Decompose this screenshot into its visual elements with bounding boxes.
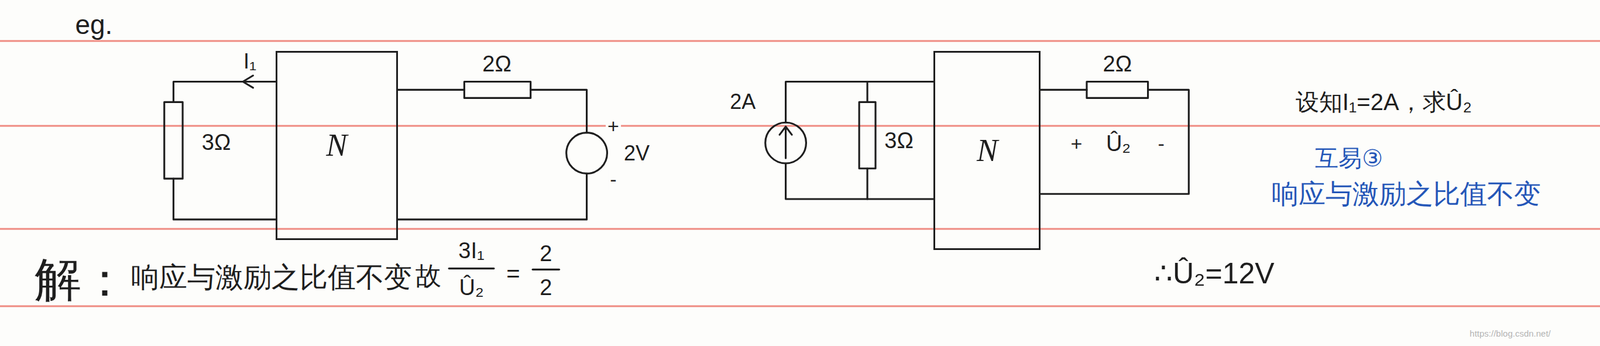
- ruled-lines: [0, 40, 1600, 307]
- equals-sign: =: [504, 261, 522, 286]
- theorem-note: 响应与激励之比值不变: [1269, 179, 1543, 208]
- ruled-line: [0, 125, 1600, 127]
- problem-statement: 设知I₁=2A，求Û₂: [1293, 89, 1474, 115]
- source-value: 2V: [622, 142, 652, 165]
- wire: [1040, 88, 1087, 91]
- source-value: 2A: [728, 90, 758, 113]
- fraction-term: 3I₁: [456, 239, 487, 263]
- resistor-symbol: [464, 81, 531, 98]
- current-arrow: [242, 75, 253, 88]
- network-box: N: [933, 50, 1041, 250]
- network-label: N: [976, 134, 998, 167]
- solution-heading: 解：: [32, 255, 130, 305]
- fraction-term: 2: [537, 276, 554, 300]
- current-source-symbol: [765, 122, 807, 164]
- resistor-symbol: [1086, 81, 1149, 98]
- theorem-note: 互易③: [1313, 145, 1385, 171]
- resistor-symbol: [859, 101, 876, 168]
- resistor-value: 2Ω: [1100, 52, 1134, 77]
- watermark: https://blog.csdn.net/: [1467, 328, 1553, 339]
- fraction-term: 2: [537, 242, 554, 266]
- ruled-line: [0, 228, 1600, 230]
- resistor-value: 3Ω: [882, 129, 916, 153]
- ruled-line: [0, 305, 1600, 308]
- ruled-line: [0, 40, 1600, 43]
- polarity-mark: -: [1156, 133, 1167, 155]
- current-label: I₁: [241, 50, 259, 73]
- resistor-symbol: [164, 101, 183, 179]
- wire: [1040, 89, 1189, 194]
- network-box: N: [275, 50, 398, 240]
- resistor-value: 2Ω: [480, 52, 514, 77]
- resistor-value: 3Ω: [200, 131, 233, 155]
- fraction-bar: [532, 268, 559, 271]
- wire: [530, 89, 587, 133]
- wire: [173, 81, 276, 102]
- wire: [173, 178, 276, 220]
- network-label: N: [325, 129, 348, 161]
- polarity-mark: +: [1069, 133, 1085, 155]
- wire: [866, 81, 869, 199]
- polarity-mark: +: [605, 115, 621, 137]
- polarity-mark: -: [608, 169, 618, 191]
- wire: [397, 173, 587, 219]
- current-source-arrow: [779, 126, 792, 159]
- answer: ∴Û₂=12V: [1152, 258, 1277, 290]
- solution-text: 响应与激励之比值不变: [129, 262, 414, 293]
- voltage-source-symbol: [566, 132, 608, 174]
- wire: [397, 88, 465, 91]
- example-tag: eg.: [73, 10, 115, 39]
- fraction-term: Û₂: [457, 276, 486, 300]
- fraction-bar: [448, 267, 494, 270]
- voltage-label: Û₂: [1104, 132, 1133, 156]
- solution-text: 故: [413, 262, 444, 290]
